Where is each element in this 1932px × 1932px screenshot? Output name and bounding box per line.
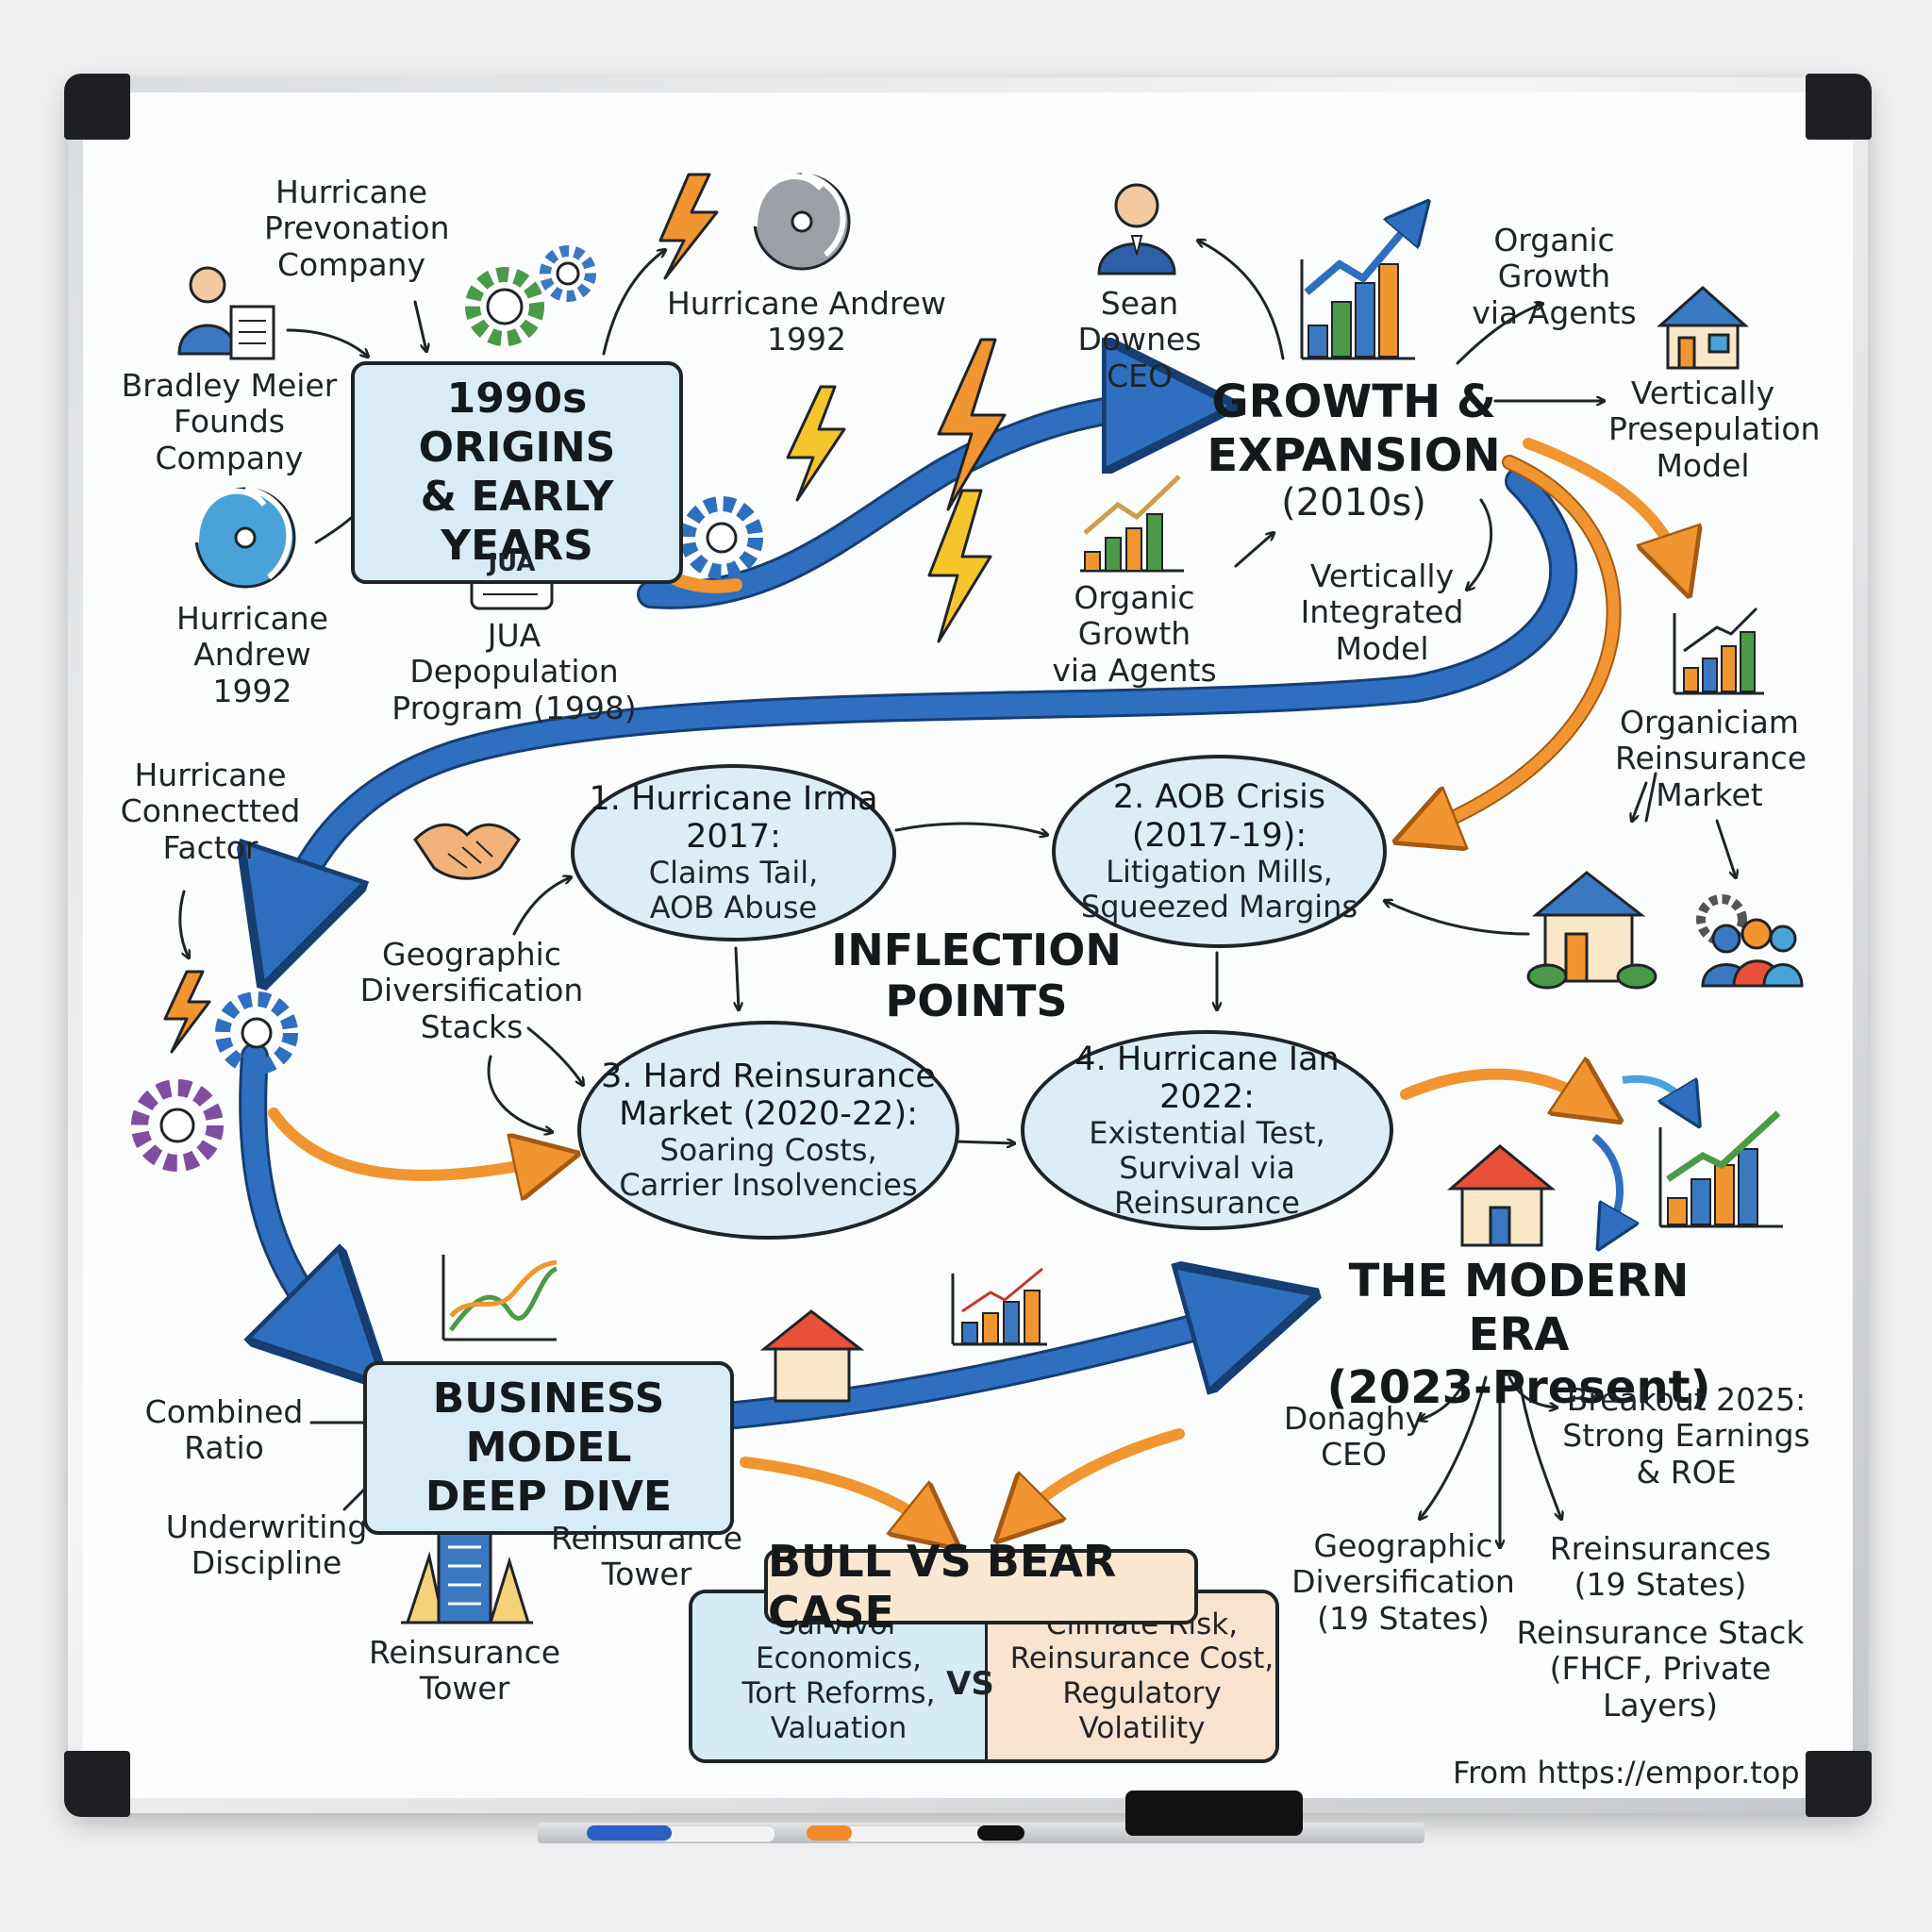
combined-ratio-label: Combined Ratio [144, 1393, 304, 1467]
breakout-label: Breakout 2025: Strong Earnings & ROE [1562, 1381, 1810, 1491]
frame-corner [64, 1751, 130, 1817]
gear-icon [131, 245, 1747, 1371]
eraser[interactable] [1125, 1790, 1303, 1836]
hurricane-icon [193, 172, 851, 589]
handshake-icon [413, 823, 521, 880]
line-chart-icon [441, 1255, 558, 1341]
flow-arrow-inflection-to-business [239, 1042, 340, 1340]
building-icon [401, 1522, 533, 1624]
node-4-body: Existential Test, Survival via Reinsuran… [1089, 1115, 1325, 1221]
andrew-left-label: Hurricane Andrew 1992 [175, 600, 329, 709]
reins-tower-top-label: Reinsurance Tower [550, 1520, 743, 1593]
growth-title: GROWTH & EXPANSION [1207, 375, 1501, 482]
blue-marker-cap[interactable] [587, 1825, 672, 1840]
modern-geo-label: Geographic Diversification (19 States) [1291, 1527, 1515, 1637]
people-icon [1701, 918, 1804, 988]
modern-title: THE MODERN ERA (2023-Present) [1326, 1255, 1711, 1415]
frame-corner [64, 74, 130, 140]
inflection-node-3[interactable]: 3. Hard Reinsurance Market (2020-22): So… [577, 1021, 959, 1240]
node-2-title: 2. AOB Crisis (2017-19): [1112, 778, 1326, 855]
founder-label: Bradley Meier Founds Company [121, 367, 338, 476]
inflection-node-4[interactable]: 4. Hurricane Ian 2022: Existential Test,… [1021, 1030, 1393, 1230]
node-1-title: 1. Hurricane Irma 2017: [589, 779, 878, 857]
frame-corner [1806, 1751, 1872, 1817]
jua-icon-label: JUA [488, 549, 536, 577]
business-title: BUSINESS MODEL DEEP DIVE [363, 1361, 734, 1535]
inflection-node-1[interactable]: 1. Hurricane Irma 2017: Claims Tail, AOB… [571, 764, 896, 941]
orange-marker-cap[interactable] [807, 1825, 852, 1840]
businessman-icon [1097, 183, 1176, 275]
growth-ceo-label: Sean Downes CEO [1077, 285, 1202, 394]
black-marker[interactable] [977, 1825, 1024, 1840]
flow-arrow-growth-to-inflection [283, 467, 1578, 924]
organic-top-label: Organic Growth via Agents [1472, 222, 1637, 331]
lightning-icon [163, 173, 1007, 1054]
businessman-icon [177, 266, 275, 360]
growth-subtitle: (2010s) [1281, 481, 1426, 525]
flow-arrow-orange [268, 438, 1679, 1528]
orange-marker[interactable] [845, 1825, 989, 1842]
node-3-title: 3. Hard Reinsurance Market (2020-22): [601, 1057, 936, 1134]
blue-marker[interactable] [660, 1825, 775, 1842]
jua-label: JUA Depopulation Program (1998) [391, 617, 637, 726]
modern-reins-stack-label: Reinsurance Stack (FHCF, Private Layers) [1516, 1614, 1805, 1724]
credit-text: From https://empor.top [1453, 1755, 1800, 1790]
underwriting-label: Underwriting Discipline [165, 1508, 368, 1582]
swirl-arrow-icon [1591, 1074, 1689, 1231]
hpc-label: Hurricane Prevonation Company [264, 174, 450, 283]
house-icon [759, 285, 1749, 1403]
bar-chart-icon [951, 217, 1783, 1346]
geo-stacks-label: Geographic Diversification Stacks [359, 936, 584, 1045]
vs-label: VS [946, 1665, 994, 1703]
modern-ceo-label: Donaghy CEO [1283, 1400, 1424, 1474]
node-2-body: Litigation Mills, Squeezed Margins [1080, 853, 1358, 924]
node-4-title: 4. Hurricane Ian 2022: [1074, 1040, 1340, 1116]
vertical-right-label: Vertically Presepulation Model [1608, 375, 1821, 484]
origins-title: 1990s ORIGINS & EARLY YEARS [351, 361, 683, 584]
andrew-top-label: Hurricane Andrew 1992 [666, 285, 947, 358]
vertical-mid-label: Vertically Integrated Model [1300, 558, 1464, 667]
inflection-node-2[interactable]: 2. AOB Crisis (2017-19): Litigation Mill… [1052, 755, 1387, 948]
connected-factor-label: Hurricane Connectted Factor [120, 757, 301, 866]
node-3-body: Soaring Costs, Carrier Insolvencies [619, 1132, 918, 1204]
reins-tower-bottom-label: Reinsurance Tower [368, 1634, 561, 1707]
reinsurance-market-label: Organiciam Reinsurance Market [1615, 704, 1807, 813]
bull-bear-title: BULL VS BEAR CASE [764, 1536, 1198, 1638]
inflection-title: INFLECTION POINTS [831, 924, 1122, 1027]
organic-mid-label: Organic Growth via Agents [1052, 579, 1217, 689]
modern-reins-states-label: Rreinsurances (19 States) [1549, 1530, 1772, 1604]
node-1-body: Claims Tail, AOB Abuse [648, 855, 819, 926]
flow-arrow-business-to-modern [722, 1311, 1255, 1429]
frame-corner [1806, 74, 1872, 140]
